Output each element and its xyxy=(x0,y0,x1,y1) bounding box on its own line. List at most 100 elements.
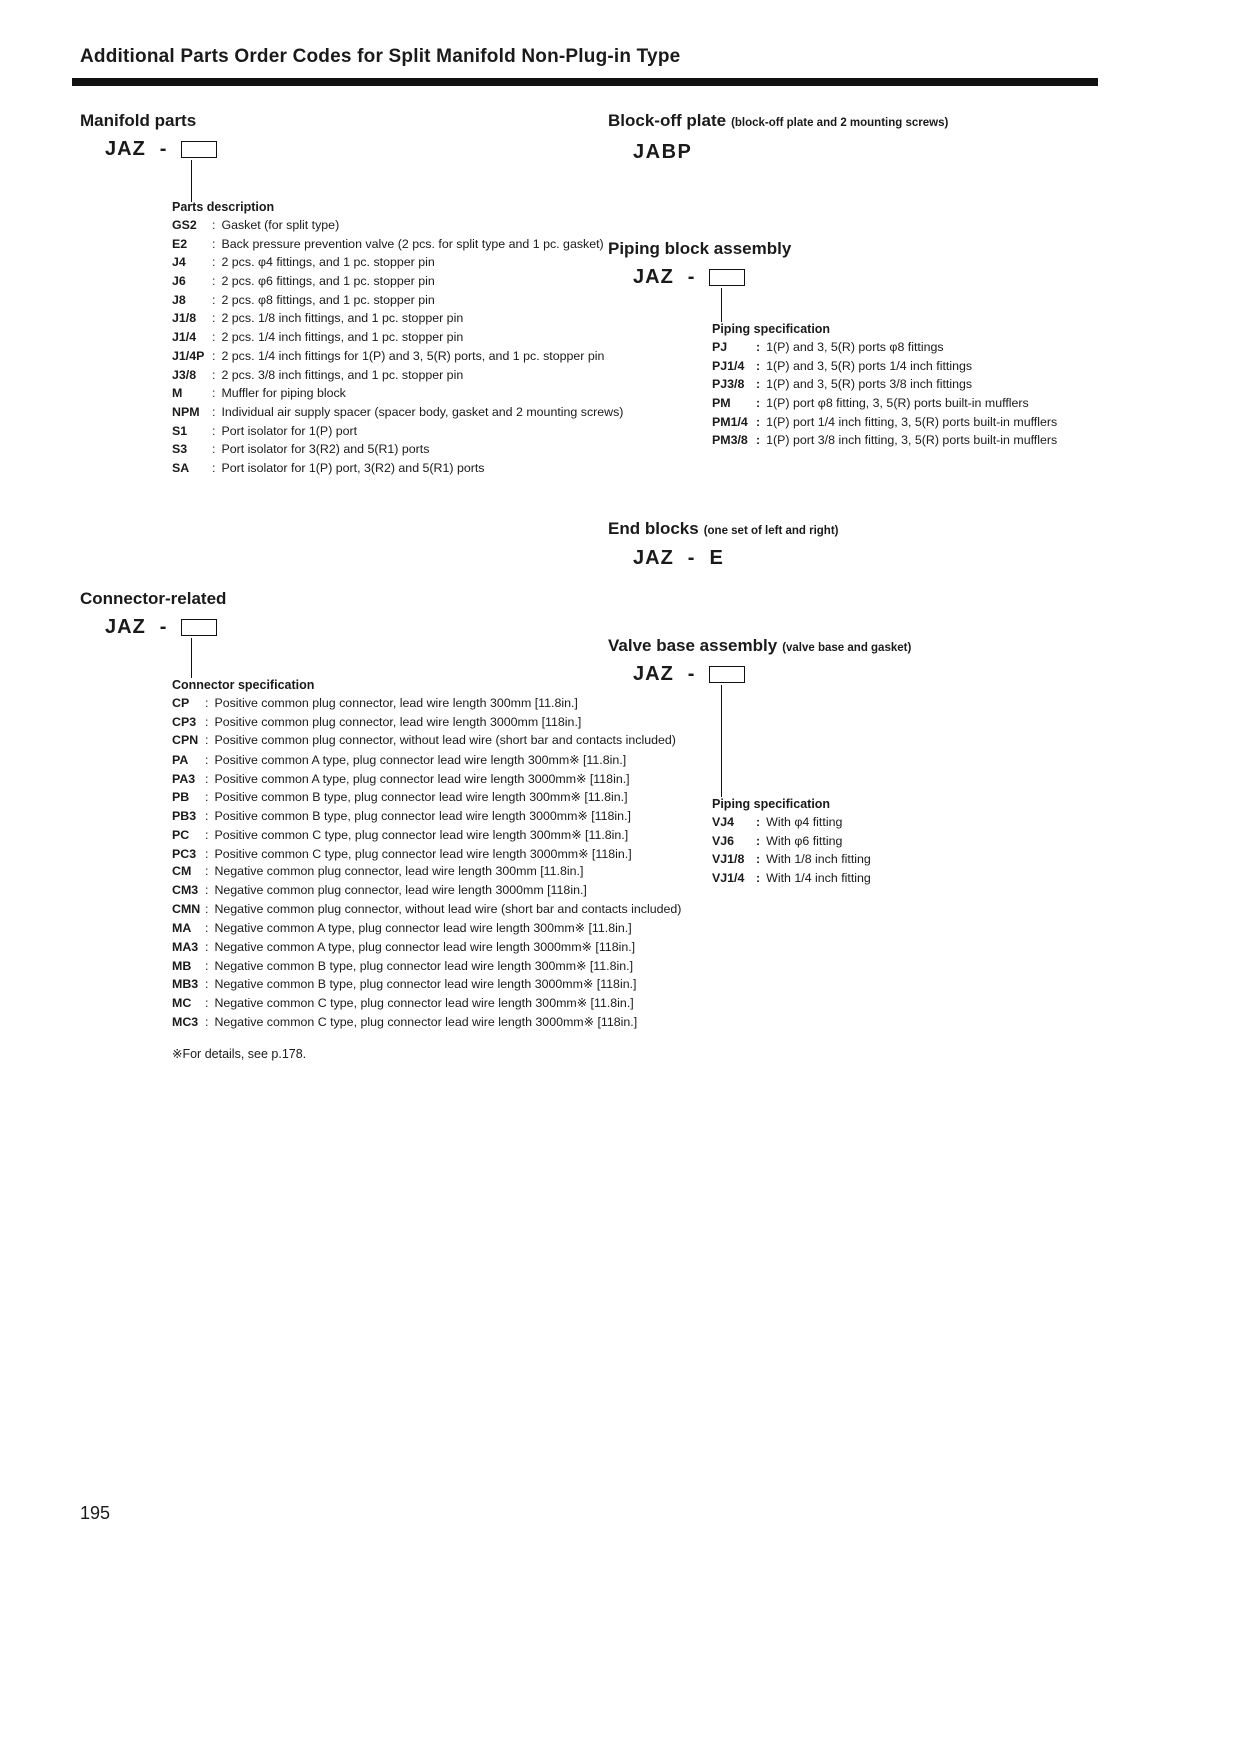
list-item: NPM:Individual air supply spacer (spacer… xyxy=(172,404,624,419)
section-heading-block-off-plate: Block-off plate(block-off plate and 2 mo… xyxy=(608,111,949,130)
item-code: CP xyxy=(172,696,190,710)
item-code: PM3/8 xyxy=(712,433,748,448)
item-code: J6 xyxy=(172,274,186,289)
model-code-block-off-plate: JABP xyxy=(633,141,693,163)
item-code: VJ1/8 xyxy=(712,852,745,867)
section-heading-end-blocks: End blocks(one set of left and right) xyxy=(608,519,839,538)
section-heading-manifold-parts: Manifold parts xyxy=(80,111,197,130)
item-description: Port isolator for 3(R2) and 5(R1) ports xyxy=(221,442,430,457)
item-code: PC3 xyxy=(172,846,197,861)
list-item: PC3:Positive common C type, plug connect… xyxy=(172,846,632,861)
item-code: J4 xyxy=(172,255,186,270)
spec-heading-connector-specification: Connector specification xyxy=(172,678,315,692)
list-item: MC:Negative common C type, plug connecto… xyxy=(172,996,634,1010)
item-code: PB3 xyxy=(172,809,197,824)
list-item: PM1/4:1(P) port 1/4 inch fitting, 3, 5(R… xyxy=(712,414,1058,429)
list-item: VJ4:With φ4 fitting xyxy=(712,815,843,829)
item-code: MA3 xyxy=(172,939,199,954)
item-description: Negative common plug connector, lead wir… xyxy=(214,882,587,897)
list-item: CP:Positive common plug connector, lead … xyxy=(172,696,578,710)
connector-line xyxy=(721,685,722,797)
model-suffix: E xyxy=(709,547,724,569)
item-code: CMN xyxy=(172,901,201,916)
item-description: Negative common B type, plug connector l… xyxy=(214,977,637,992)
list-item: PJ3/8:1(P) and 3, 5(R) ports 3/8 inch fi… xyxy=(712,377,973,392)
item-code: PM1/4 xyxy=(712,414,748,429)
section-heading-note: (one set of left and right) xyxy=(703,525,839,537)
list-item: PB:Positive common B type, plug connecto… xyxy=(172,790,628,805)
model-dash: - xyxy=(687,663,696,685)
item-code: MA xyxy=(172,921,192,936)
item-code: PA xyxy=(172,753,189,768)
connector-specification-list: CP:Positive common plug connector, lead … xyxy=(172,696,681,1032)
item-description: Negative common A type, plug connector l… xyxy=(214,939,636,954)
item-code: VJ6 xyxy=(712,833,735,848)
model-dash: - xyxy=(687,266,696,288)
list-item: J1/8:2 pcs. 1/8 inch fittings, and 1 pc.… xyxy=(172,311,464,326)
list-item: MB:Negative common B type, plug connecto… xyxy=(172,958,634,973)
item-code: SA xyxy=(172,460,190,475)
list-item: SA:Port isolator for 1(P) port, 3(R2) an… xyxy=(172,460,485,475)
item-description: 1(P) and 3, 5(R) ports 3/8 inch fittings xyxy=(766,377,973,392)
item-code: MB xyxy=(172,958,192,973)
item-description: With 1/4 inch fitting xyxy=(766,871,871,886)
model-code-valve-base: JAZ - xyxy=(633,663,746,686)
list-item: M:Muffler for piping block xyxy=(172,386,346,401)
item-code: MB3 xyxy=(172,977,199,992)
item-description: 2 pcs. φ8 fittings, and 1 pc. stopper pi… xyxy=(221,292,435,307)
model-prefix: JAZ xyxy=(105,616,146,638)
item-description: Muffler for piping block xyxy=(221,386,346,401)
item-description: Negative common A type, plug connector l… xyxy=(214,921,632,936)
order-code-box xyxy=(709,666,746,683)
item-code: MC xyxy=(172,996,192,1010)
item-description: With 1/8 inch fitting xyxy=(766,852,871,867)
item-description: 2 pcs. φ6 fittings, and 1 pc. stopper pi… xyxy=(221,274,435,289)
item-code: E2 xyxy=(172,236,188,251)
item-description: 1(P) and 3, 5(R) ports 1/4 inch fittings xyxy=(766,358,973,373)
list-item: J1/4:2 pcs. 1/4 inch fittings, and 1 pc.… xyxy=(172,330,464,345)
item-description: 1(P) port 3/8 inch fitting, 3, 5(R) port… xyxy=(766,433,1058,448)
page-number: 195 xyxy=(80,1503,111,1523)
item-description: 1(P) port 1/4 inch fitting, 3, 5(R) port… xyxy=(766,414,1058,429)
model-prefix: JAZ xyxy=(633,663,674,685)
list-item: PM:1(P) port φ8 fitting, 3, 5(R) ports b… xyxy=(712,396,1029,411)
list-item: CM:Negative common plug connector, lead … xyxy=(172,864,584,879)
section-heading-connector-related: Connector-related xyxy=(80,589,227,608)
section-heading-note: (valve base and gasket) xyxy=(782,642,912,654)
connector-line xyxy=(721,288,722,322)
item-code: VJ4 xyxy=(712,815,735,829)
spec-heading-valve-piping-specification: Piping specification xyxy=(712,797,831,811)
item-description: 2 pcs. 3/8 inch fittings, and 1 pc. stop… xyxy=(221,367,464,382)
model-prefix: JAZ xyxy=(105,138,146,160)
item-description: Negative common B type, plug connector l… xyxy=(214,958,634,973)
list-item: VJ6:With φ6 fitting xyxy=(712,833,843,848)
item-description: Positive common C type, plug connector l… xyxy=(214,846,632,861)
item-code: CM xyxy=(172,864,192,879)
list-item: PM3/8:1(P) port 3/8 inch fitting, 3, 5(R… xyxy=(712,433,1058,448)
list-item: MB3:Negative common B type, plug connect… xyxy=(172,977,637,992)
item-description: Back pressure prevention valve (2 pcs. f… xyxy=(221,236,604,251)
item-code: PJ xyxy=(712,340,728,354)
item-code: M xyxy=(172,386,183,401)
list-item: J8:2 pcs. φ8 fittings, and 1 pc. stopper… xyxy=(172,292,435,307)
item-description: Negative common plug connector, lead wir… xyxy=(214,864,584,879)
list-item: VJ1/8:With 1/8 inch fitting xyxy=(712,852,871,867)
list-item: CPN:Positive common plug connector, with… xyxy=(172,733,676,748)
list-item: PJ:1(P) and 3, 5(R) ports φ8 fittings xyxy=(712,340,944,354)
item-code: CPN xyxy=(172,733,199,748)
item-description: Positive common plug connector, without … xyxy=(214,733,676,748)
list-item: PJ1/4:1(P) and 3, 5(R) ports 1/4 inch fi… xyxy=(712,358,973,373)
item-description: 1(P) and 3, 5(R) ports φ8 fittings xyxy=(766,340,944,354)
valve-piping-specification-list: VJ4:With φ4 fitting VJ6:With φ6 fitting … xyxy=(712,815,871,890)
item-description: Positive common plug connector, lead wir… xyxy=(214,714,582,729)
item-code: PB xyxy=(172,790,190,805)
item-code: GS2 xyxy=(172,218,197,232)
model-prefix: JAZ xyxy=(633,266,674,288)
list-item: VJ1/4:With 1/4 inch fitting xyxy=(712,871,871,886)
item-code: J1/8 xyxy=(172,311,197,326)
item-description: Positive common B type, plug connector l… xyxy=(214,809,631,824)
item-description: With φ4 fitting xyxy=(766,815,843,829)
model-dash: - xyxy=(159,138,168,160)
item-code: CM3 xyxy=(172,882,199,897)
section-heading-note: (block-off plate and 2 mounting screws) xyxy=(731,117,949,129)
